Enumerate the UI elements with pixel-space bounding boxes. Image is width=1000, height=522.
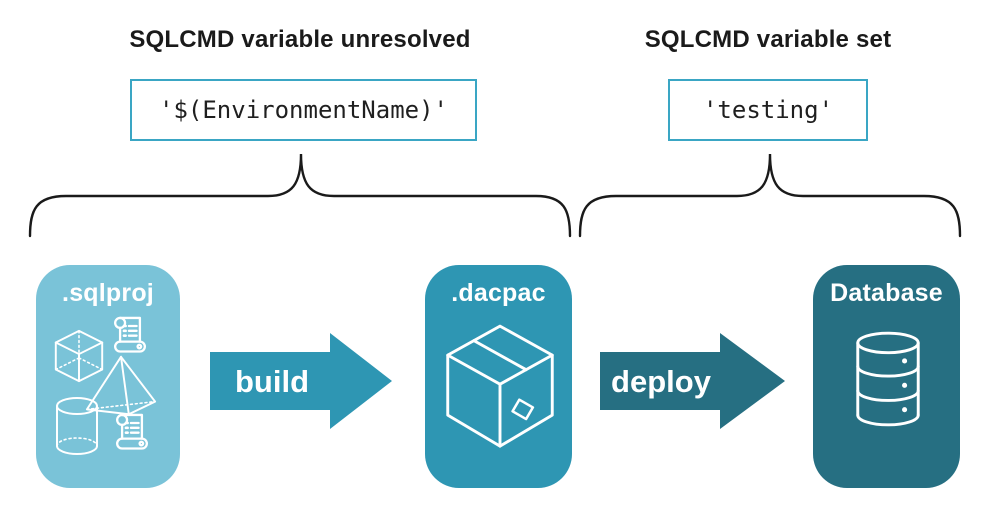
right-heading: SQLCMD variable set: [644, 26, 892, 53]
resolved-variable-text: 'testing': [702, 96, 834, 124]
left-brace-icon: [28, 153, 572, 238]
package-icon: [446, 324, 554, 448]
deploy-arrow-shape: [600, 333, 785, 429]
database-cylinder-icon: [856, 331, 920, 427]
stage-dacpac: .dacpac: [425, 265, 572, 488]
cylinder-icon: [56, 397, 98, 455]
left-heading: SQLCMD variable unresolved: [129, 26, 471, 53]
deploy-arrow: deploy: [600, 333, 785, 429]
cube-icon: [54, 329, 104, 383]
resolved-variable-box: 'testing': [668, 79, 868, 141]
unresolved-variable-box: '$(EnvironmentName)': [130, 79, 477, 141]
stage-sqlproj-label: .sqlproj: [62, 279, 154, 307]
build-arrow-label: build: [235, 364, 309, 399]
right-brace-icon: [578, 153, 962, 238]
sql-script-icon: [113, 316, 147, 353]
stage-database: Database: [813, 265, 960, 488]
stage-sqlproj: .sqlproj: [36, 265, 180, 488]
deploy-arrow-label: deploy: [611, 364, 712, 399]
stage-dacpac-label: .dacpac: [451, 279, 546, 307]
sql-script-icon: [115, 413, 149, 450]
brace-group: [28, 153, 962, 238]
unresolved-variable-text: '$(EnvironmentName)': [159, 96, 448, 124]
build-arrow: build: [210, 333, 392, 429]
build-arrow-shape: [210, 333, 392, 429]
stage-database-label: Database: [830, 279, 943, 307]
